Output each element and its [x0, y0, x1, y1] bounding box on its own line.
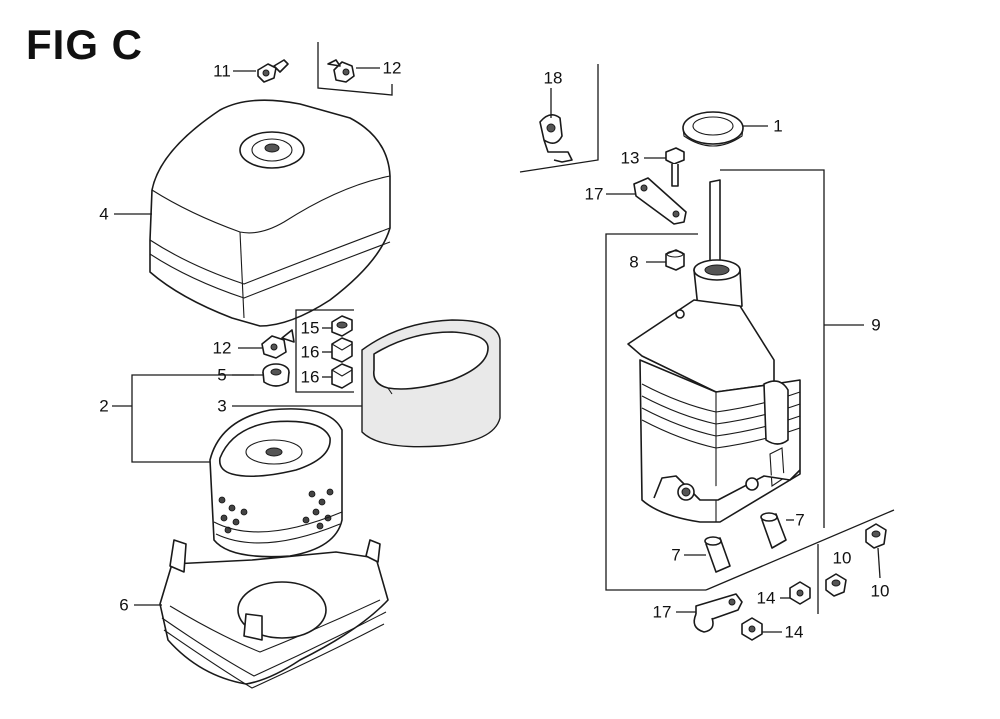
callout-4: 4 — [99, 204, 109, 224]
outer-foam-element-3 — [361, 319, 501, 448]
tube-7-left — [704, 536, 731, 573]
callout-12: 12 — [212, 338, 232, 358]
nut-14-lower — [741, 617, 763, 641]
callout-6: 6 — [119, 595, 129, 615]
callout-7: 7 — [671, 545, 681, 565]
callout-16: 16 — [300, 367, 320, 387]
air-cleaner-base-6 — [159, 539, 389, 689]
callout-12: 12 — [382, 58, 402, 78]
air-cleaner-elbow-9 — [627, 179, 801, 523]
callout-1: 1 — [773, 116, 783, 136]
bracket-2 — [131, 374, 254, 463]
grommet-5 — [262, 363, 290, 387]
callout-5: 5 — [217, 365, 227, 385]
air-cleaner-cover-4 — [149, 99, 391, 327]
nut-15 — [331, 315, 353, 337]
wing-nut-12-mid — [261, 329, 295, 359]
seal-ring-1 — [682, 111, 744, 147]
figure-title: FIG C — [26, 21, 143, 68]
callout-14: 14 — [756, 588, 776, 608]
element-perforations — [218, 488, 334, 534]
bolt-13 — [665, 147, 685, 187]
tube-7-right — [760, 512, 787, 549]
collar-16-upper — [331, 337, 353, 363]
callout-13: 13 — [620, 148, 640, 168]
callout-11: 11 — [213, 61, 231, 81]
callout-3: 3 — [217, 396, 227, 416]
bracket-12-top — [317, 42, 393, 96]
clamp-18 — [539, 114, 573, 163]
paper-element — [209, 408, 343, 558]
leader-10-right — [877, 547, 881, 579]
grommet-10-left — [825, 573, 847, 597]
clip-17-lower — [693, 593, 743, 633]
callout-14: 14 — [784, 622, 804, 642]
callout-16: 16 — [300, 342, 320, 362]
bracket-9-left — [605, 233, 706, 591]
grommet-10-right — [865, 523, 887, 549]
callout-7: 7 — [795, 510, 805, 530]
callout-18: 18 — [543, 68, 563, 88]
callout-2: 2 — [99, 396, 109, 416]
wing-nut-11 — [257, 59, 289, 83]
collar-16-lower — [331, 363, 353, 389]
callout-10: 10 — [832, 548, 852, 568]
grommet-8 — [665, 249, 685, 271]
callout-8: 8 — [629, 252, 639, 272]
callout-17: 17 — [652, 602, 672, 622]
nut-14-upper — [789, 581, 811, 605]
bracket-15-16 — [295, 309, 354, 393]
wing-nut-12-top — [327, 59, 355, 83]
callout-15: 15 — [300, 318, 320, 338]
divider-diagonal — [705, 509, 895, 591]
callout-10: 10 — [870, 581, 890, 601]
callout-17: 17 — [584, 184, 604, 204]
callout-9: 9 — [871, 315, 881, 335]
bracket-9-right — [720, 169, 825, 528]
bracket-18 — [519, 64, 599, 173]
stay-17-upper — [633, 177, 687, 225]
